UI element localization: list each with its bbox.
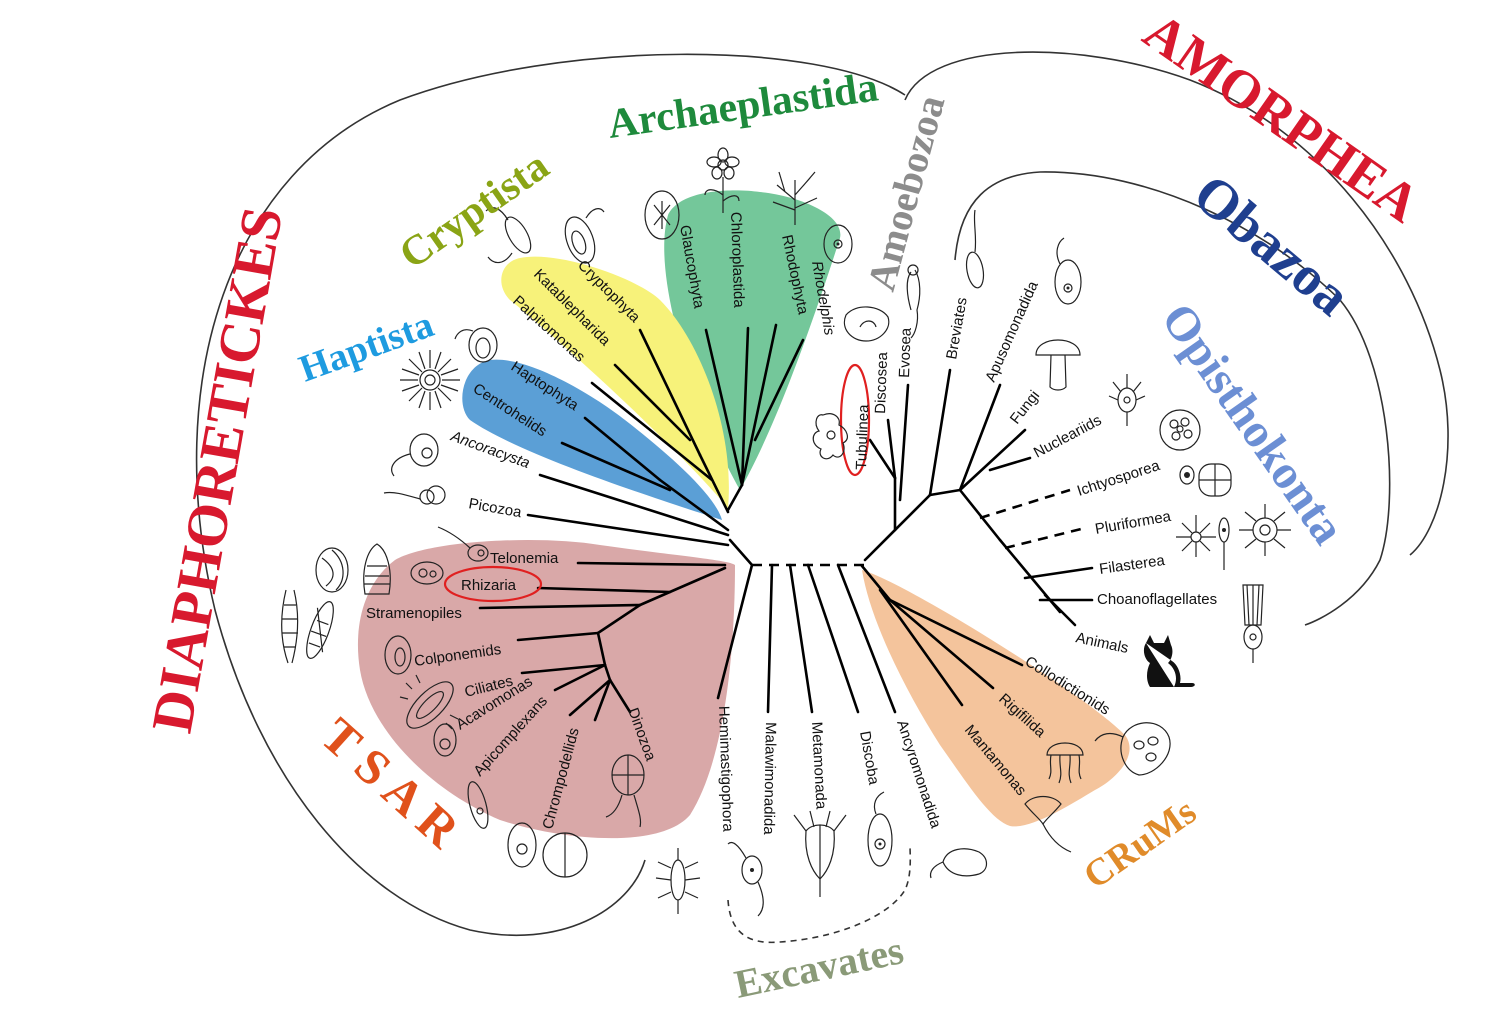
label-discoba: Discoba bbox=[856, 730, 882, 787]
label-excavates: Excavates bbox=[731, 927, 908, 1007]
chrompodellid-cell-icon bbox=[508, 823, 536, 867]
label-rhizaria: Rhizaria bbox=[461, 577, 517, 594]
label-tubulinea: Tubulinea bbox=[853, 404, 872, 471]
sun-heliozoan-icon bbox=[400, 350, 460, 410]
nucleariid-cell-icon bbox=[1109, 374, 1145, 426]
excavates-bracket bbox=[728, 845, 910, 942]
pluriformea-branch bbox=[1005, 528, 1085, 548]
label-haptista: Haptista bbox=[294, 303, 439, 390]
label-diaphoretickes: DIAPHORETICKES bbox=[139, 202, 295, 737]
label-stramenopiles: Stramenopiles bbox=[366, 605, 462, 622]
label-nucleariids: Nucleariids bbox=[1031, 412, 1104, 462]
label-amorphea: AMORPHEA bbox=[1133, 1, 1430, 234]
opisthokonta-stem bbox=[960, 490, 1000, 540]
fungi-stem bbox=[960, 430, 1025, 490]
evosea-branch bbox=[900, 385, 908, 500]
hemimastigophora-icon bbox=[656, 848, 700, 914]
label-fungi: Fungi bbox=[1007, 387, 1044, 427]
nucleariids-branch bbox=[990, 458, 1030, 470]
apusomonad-cell-icon bbox=[1055, 238, 1081, 304]
diatom-icon bbox=[301, 599, 338, 662]
label-ichtyosporea: Ichtyosporea bbox=[1075, 457, 1163, 500]
malawimonadida-branch bbox=[768, 565, 772, 712]
metamonad-icon bbox=[794, 811, 846, 897]
label-amoebozoa: Amoebozoa bbox=[858, 91, 953, 296]
label-pluriformea: Pluriformea bbox=[1094, 508, 1173, 538]
obazoa-stem bbox=[930, 490, 960, 495]
label-evosea: Evosea bbox=[896, 327, 915, 378]
archaeplastida-stem bbox=[728, 485, 742, 510]
label-chloroplastida: Chloroplastida bbox=[727, 212, 747, 309]
malawimonad-cell-icon bbox=[728, 843, 763, 916]
filasterea-branch bbox=[1025, 568, 1092, 578]
label-breviates: Breviates bbox=[943, 296, 971, 361]
label-archaeplastida: Archaeplastida bbox=[605, 64, 881, 147]
apusomonadida-branch bbox=[960, 385, 1000, 490]
ichtyosporea-branch bbox=[980, 490, 1070, 518]
label-picozoa: Picozoa bbox=[467, 495, 523, 521]
evosea-slime-icon bbox=[907, 265, 920, 338]
label-telonemia: Telonemia bbox=[490, 550, 559, 567]
label-metamonada: Metamonada bbox=[808, 721, 830, 810]
label-malawimonadida: Malawimonadida bbox=[760, 722, 779, 835]
label-choanoflagellates: Choanoflagellates bbox=[1097, 591, 1217, 608]
filasterea-cell-icon bbox=[1176, 515, 1216, 557]
chrompodellid-cyst-icon bbox=[543, 833, 587, 877]
amorphea-stem bbox=[865, 495, 930, 560]
mushroom-icon bbox=[1036, 340, 1080, 390]
discoba-cell-icon bbox=[868, 792, 892, 866]
ichtyosporea-cell-icon bbox=[1160, 410, 1200, 450]
label-animals: Animals bbox=[1074, 629, 1130, 657]
picozoa-branch bbox=[528, 515, 728, 545]
choanoflagellate-sperm-icon bbox=[1219, 518, 1229, 570]
root-branch-left bbox=[730, 540, 752, 565]
ancyromonad-cell-icon bbox=[931, 849, 987, 878]
group-labels: Archaeplastida Cryptista Haptista Amoebo… bbox=[139, 1, 1431, 1007]
cryptophyte-cell-icon bbox=[560, 209, 604, 267]
rhizaria-shell-icon bbox=[316, 548, 348, 592]
label-apusomonadida: Apusomonadida bbox=[982, 278, 1042, 385]
pluriformea-cell-icon bbox=[1199, 464, 1231, 496]
stramenopile-kelp-icon bbox=[282, 590, 298, 663]
choanoflagellate-cell-icon bbox=[1243, 585, 1263, 663]
label-discosea: Discosea bbox=[872, 351, 891, 414]
breviates-branch bbox=[930, 370, 950, 495]
discoba-branch bbox=[808, 565, 858, 712]
picozoa-cell-icon bbox=[384, 486, 445, 504]
ancoracysta-cell-icon bbox=[392, 434, 438, 476]
pluriformea-spore-icon bbox=[1180, 466, 1194, 484]
label-crums: CRuMs bbox=[1076, 790, 1204, 897]
label-filasterea: Filasterea bbox=[1098, 552, 1166, 578]
discosea-amoeba-icon bbox=[844, 307, 888, 341]
label-hemimastigophora: Hemimastigophora bbox=[715, 706, 736, 833]
cat-silhouette-icon bbox=[1144, 635, 1195, 687]
amorphea-bracket bbox=[905, 52, 1448, 555]
haptophyte-cell-icon bbox=[455, 328, 497, 362]
metamonada-branch bbox=[790, 565, 812, 712]
breviate-cell-icon bbox=[964, 210, 986, 289]
